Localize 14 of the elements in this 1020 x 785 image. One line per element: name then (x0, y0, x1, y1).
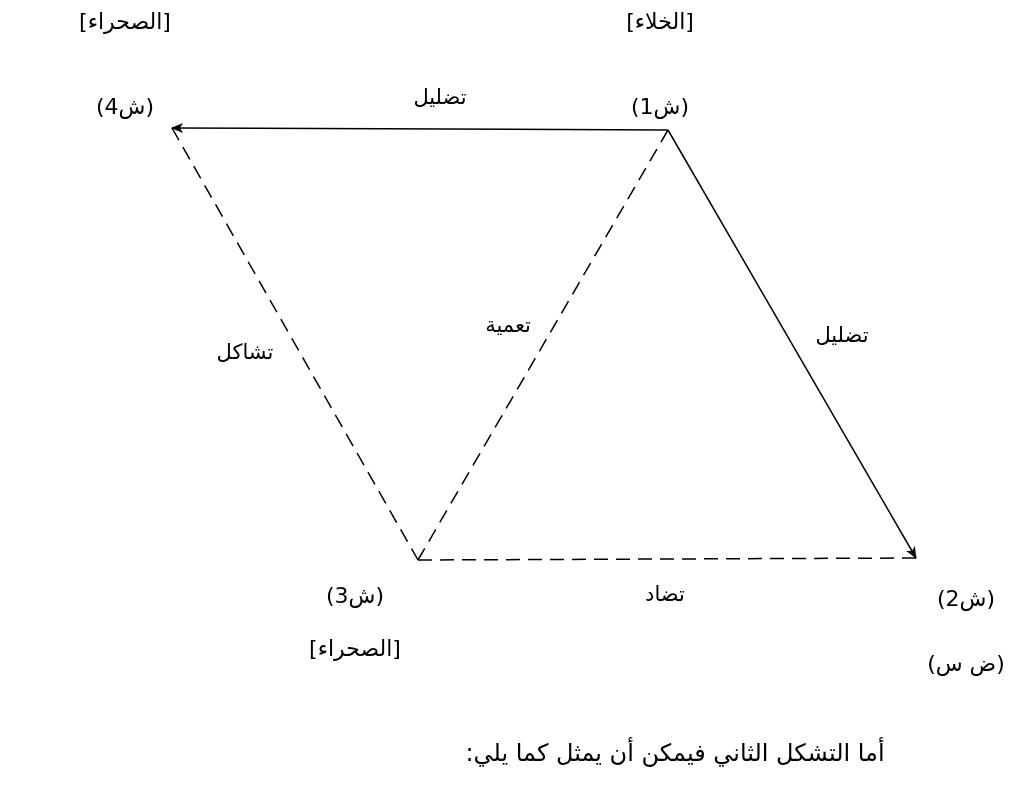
arrow (667, 129, 917, 559)
vertex-text: [الخلاء] (626, 8, 694, 36)
connector-line (417, 129, 669, 561)
connector-line (171, 127, 419, 561)
vertex-text: [الصحراء] (79, 8, 171, 36)
vertex-text: (ض س) (927, 649, 1005, 677)
vertex-text: (ش4) (96, 92, 155, 120)
connector-line (417, 557, 917, 561)
arrow (171, 123, 669, 134)
vertex-text: (ش1) (631, 92, 690, 120)
vertex-text: [الصحراء] (309, 634, 401, 662)
caption: أما التشكل الثاني فيمكن أن يمثل كما يلي: (464, 738, 886, 768)
vertex-text: (ش2) (937, 585, 996, 613)
vertex-text: (ش3) (326, 582, 385, 610)
